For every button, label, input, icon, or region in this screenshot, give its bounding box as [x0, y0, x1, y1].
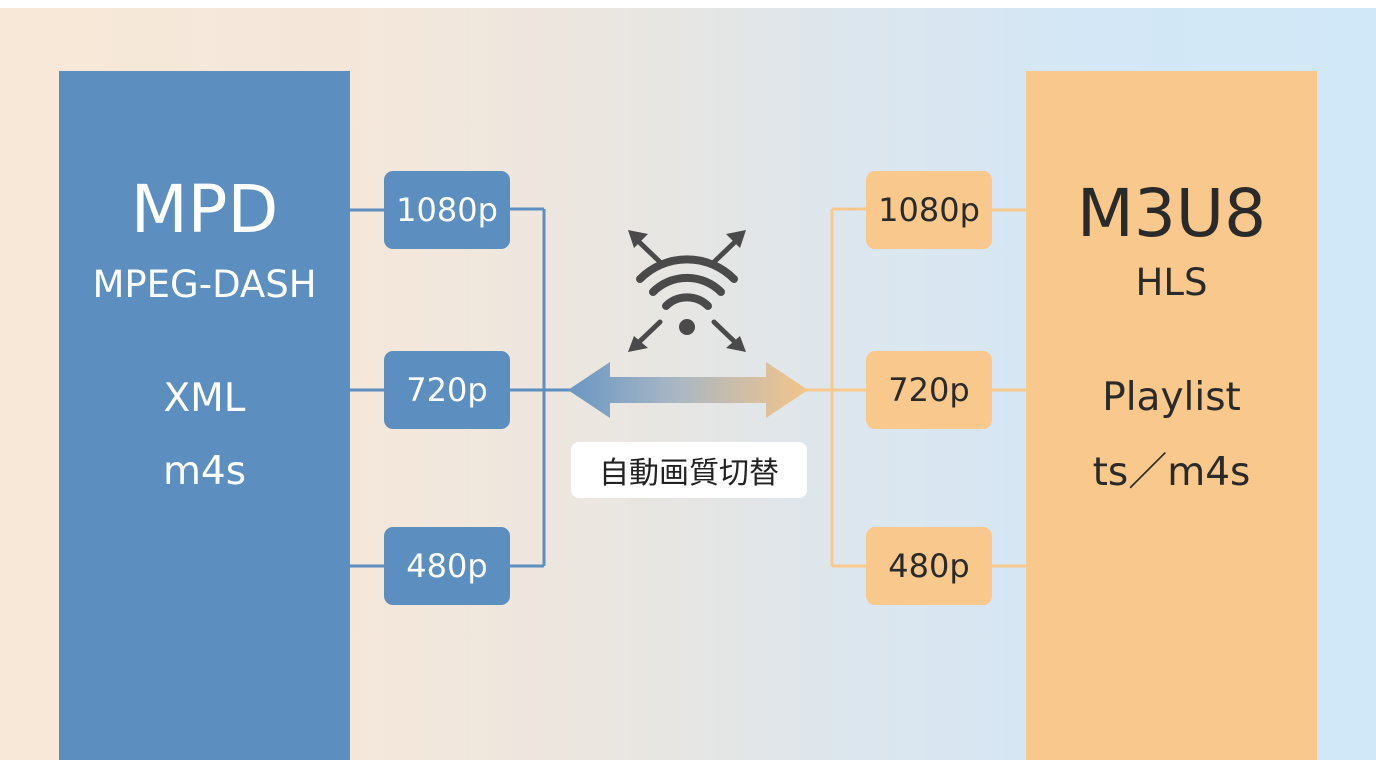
left-resolution-1080p: 1080p [384, 171, 510, 249]
m4s-segment-label: m4s [162, 449, 247, 494]
wifi-signal-icon [634, 237, 740, 347]
hls-panel: M3U8 HLS Playlist ts／m4s [1026, 71, 1317, 760]
xml-format-label: XML [163, 376, 246, 421]
hls-subtitle: HLS [1135, 261, 1208, 304]
mpd-title: MPD [130, 171, 279, 248]
bidirectional-arrow [568, 362, 808, 418]
right-resolution-1080p: 1080p [866, 171, 992, 249]
right-connectors [806, 207, 1026, 568]
auto-quality-switch-label: 自動画質切替 [571, 442, 807, 498]
mpeg-dash-subtitle: MPEG-DASH [92, 263, 317, 306]
left-connectors [350, 207, 572, 568]
mpeg-dash-panel: MPD MPEG-DASH XML m4s [59, 71, 350, 760]
left-resolution-720p: 720p [384, 351, 510, 429]
right-resolution-720p: 720p [866, 351, 992, 429]
right-resolution-480p: 480p [866, 527, 992, 605]
playlist-format-label: Playlist [1102, 375, 1241, 420]
m3u8-title: M3U8 [1076, 175, 1267, 252]
ts-m4s-segment-label: ts／m4s [1092, 450, 1251, 495]
diagonal-arrowheads [628, 230, 746, 352]
left-resolution-480p: 480p [384, 527, 510, 605]
